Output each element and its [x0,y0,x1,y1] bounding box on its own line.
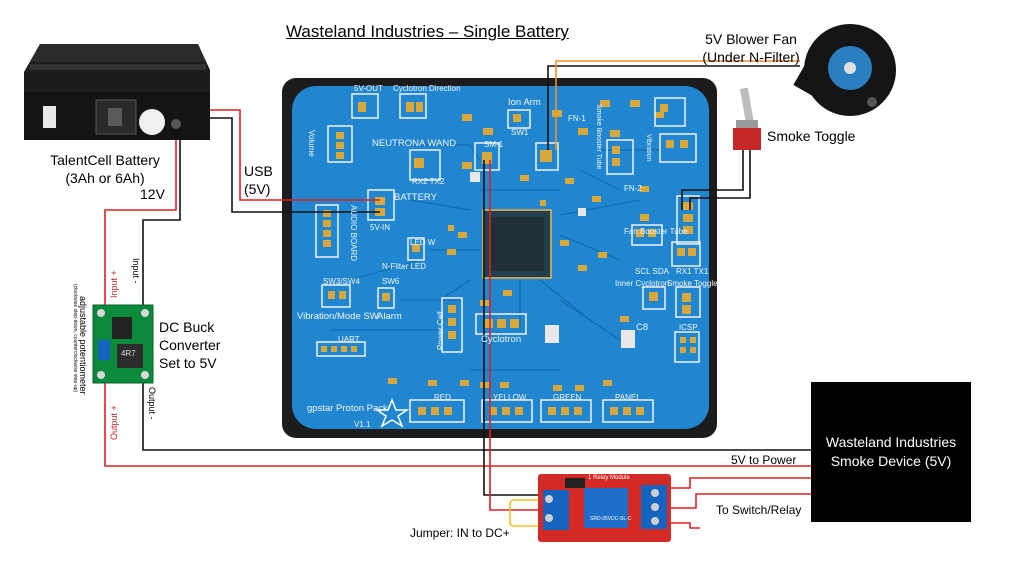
pcb-connectors [315,93,701,423]
relay-out-1 [668,477,811,489]
pcb-battery: BATTERY [394,192,437,203]
toggle-label: Smoke Toggle [767,128,856,144]
pcb-sm1: SM-1 [484,140,504,149]
battery-label-line2: (3Ah or 6Ah) [65,170,145,186]
pcb-rx1tx1: RX1 TX1 [676,267,709,276]
pcb-board-name: gpstar Proton Pack [307,403,388,414]
smoke-device-line1: Wasteland Industries [825,434,957,450]
pcb-power-cell: Power Cell [436,311,445,350]
buck-input-minus: Input - [131,258,141,284]
pcb-red: RED [434,393,451,402]
buck-label-line2: Converter [159,337,221,353]
toggle-wire-2 [689,150,751,210]
usb-label-line2: (5V) [244,181,271,197]
usb-label: USB (5V) [244,162,273,198]
buck-output-plus: Output + [109,405,119,440]
pcb-neutrona-wand: NEUTRONA WAND [372,138,457,149]
pcb-fn2: FN-2 [624,184,642,193]
pcb-sw6: SW6 [382,277,400,286]
v12-wire-black [142,126,181,310]
pcb-panel: PANEL [615,393,641,402]
smoke-device-line2: Smoke Device (5V) [830,453,952,469]
buck-label: DC Buck Converter Set to 5V [159,318,220,372]
usb-wire-red [210,109,380,201]
pcb-smoke-toggle: Smoke Toggle [667,279,718,288]
buck-chip-label: 4R7 [121,349,136,358]
pcb-nfilter-led: N-Filter LED [382,262,427,271]
blower-fan [793,24,896,116]
jumper-label: Jumper: IN to DC+ [410,526,510,540]
buck-input-plus: Input + [109,270,119,298]
gpstar-logo [374,397,410,428]
pcb-sw1: SW1 [511,128,529,137]
buck-label-line3: Set to 5V [159,355,217,371]
buck-output-minus: Output - [147,387,157,420]
sm1-wire-black [483,160,543,496]
battery-label-line1: TalentCell Battery [50,152,160,168]
pcb-fan-booster: Fan Booster Tube [624,227,688,236]
usb-port [43,106,56,128]
pcb-audio-board: AUDIO BOARD [349,205,358,262]
relay-text2: SRD-05VDC-SL-C [590,516,632,522]
pcb-cyclotron: Cyclotron [481,334,522,345]
relay-out-3 [668,522,700,529]
pcb-led-w: LED W [410,238,436,247]
diagram-title: Wasteland Industries – Single Battery [286,22,569,41]
pot-label: adjustable potentiometer [78,296,88,395]
fan-wire-orange [555,60,800,150]
relay-text1: 1 Relay Module [588,475,630,481]
toggle-wire-1 [681,150,744,210]
battery-label: TalentCell Battery (3Ah or 6Ah) [30,151,180,187]
battery-pack [24,44,210,140]
usb-label-line1: USB [244,163,273,179]
pot-sublabel: (clockwise step-down, counterclockwise s… [72,284,78,393]
v12-label: 12V [140,186,165,202]
pcb-rx2tx2: RX2 TX2 [412,177,445,186]
pcb-smoke-booster: Smoke Booster Tube [595,104,602,170]
relay-out-2 [668,493,811,509]
pcb-cyclotron-dir: Cyclotron Direction [393,84,461,93]
fan-label-line2: (Under N-Filter) [702,49,800,65]
to-switch-label: To Switch/Relay [716,503,802,517]
pcb-scl-sda: SCL SDA [635,267,669,276]
pcb-volume: Volume [307,130,316,157]
pcb-traces [330,144,660,371]
pcb-icsp: ICSP [679,323,698,332]
pcb-board-version: V1.1 [354,420,371,429]
usb-wire-black [210,117,380,213]
pcb-vib-mode: Vibration/Mode SW [297,311,379,322]
pcb-green: GREEN [553,393,582,402]
fan-label-line1: 5V Blower Fan [705,31,797,47]
pcb-inner-cyclotron: Inner Cyclotron [615,279,670,288]
pcb-alarm: Alarm [377,311,402,322]
v12-wire-red [104,126,177,310]
pcb-vibration: Vibration [645,134,652,162]
pcb-fn1: FN-1 [568,114,586,123]
pcb-uart: UART [338,335,360,344]
jumper-wire [509,499,543,527]
relay-board [538,474,671,542]
fan-wire-black [547,65,800,150]
buck-module [92,304,154,384]
out-wire-red [104,365,811,467]
pcb-5vout: 5V-OUT [354,84,383,93]
out-wire-black [142,365,811,451]
smd-white [470,172,635,348]
pcb-ion-arm: Ion Arm [508,97,541,108]
toggle-switch [733,87,761,150]
sm1-wire-red [489,160,543,511]
pcb-c8: C8 [636,322,649,333]
fan-label: 5V Blower Fan (Under N-Filter) [695,30,807,66]
pcb-sw3sw4: SW3/SW4 [323,277,360,286]
pcb-5vin: 5V-IN [370,223,391,232]
battery-gauge [139,109,165,135]
smoke-device-box: Wasteland Industries Smoke Device (5V) [811,382,971,522]
to-power-label: 5V to Power [731,453,797,467]
pcb-yellow: YELLOW [493,393,527,402]
buck-label-line1: DC Buck [159,319,215,335]
